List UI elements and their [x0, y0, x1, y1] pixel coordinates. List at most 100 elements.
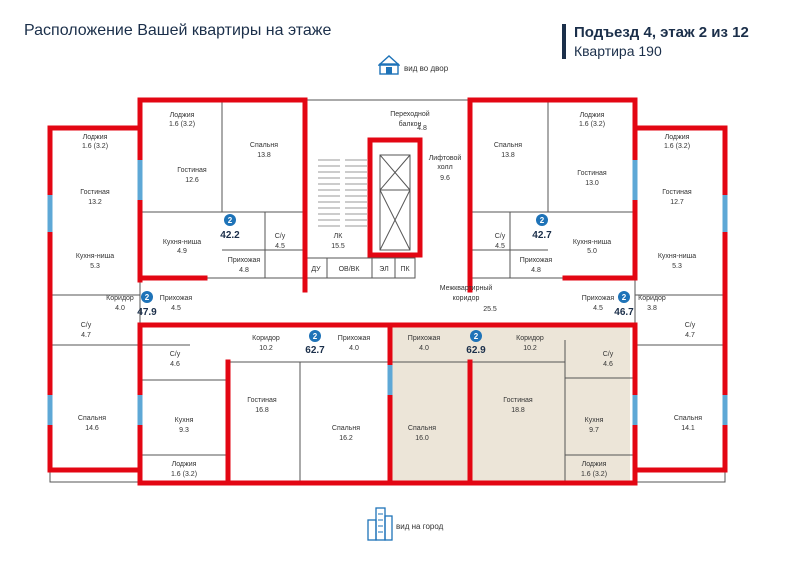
room-area: 4.0	[349, 345, 359, 352]
room-name: Кухня-ниша	[76, 253, 114, 260]
apartment-badge: 2 62.9	[466, 330, 486, 356]
room-area: 3.8	[647, 305, 657, 312]
room-area: 4.6	[603, 361, 613, 368]
room-name: балкон	[399, 120, 422, 128]
room-area: 5.0	[587, 248, 597, 255]
room-area: 4.9	[177, 248, 187, 255]
svg-text:2: 2	[622, 293, 627, 302]
room-area: 16.8	[255, 407, 269, 414]
room-area: 4.5	[495, 243, 505, 250]
room-name: холл	[437, 164, 452, 171]
room-area: 1.6 (3.2)	[171, 471, 197, 478]
room-name: Прихожая	[338, 335, 371, 342]
shaft-labels: ДУ ОВ/ВК ЭЛ ПК	[311, 266, 410, 273]
room-name: Лоджия	[580, 112, 605, 119]
room-name: Прихожая	[582, 295, 615, 302]
room-name: Лоджия	[665, 134, 690, 141]
room-area: 4.8	[531, 267, 541, 274]
room-area: 9.3	[179, 427, 189, 434]
room-area: 1.6 (3.2)	[664, 143, 690, 150]
room-name: Прихожая	[520, 257, 553, 264]
room-area: 4.7	[81, 332, 91, 339]
room-name: Спальня	[332, 425, 360, 432]
apartment-badge: 2 46.7	[614, 291, 634, 318]
entrance-floor-label: Подъезд 4, этаж 2 из 12	[574, 24, 749, 41]
apartment-badge: 2 62.7	[305, 330, 325, 356]
room-area: 9.7	[589, 427, 599, 434]
room-area: 13.8	[257, 152, 271, 159]
room-name: Переходной	[390, 110, 430, 118]
apartment-badges: 2 42.2 2 42.7 2 47.9 2 46.7 2 62.7 2 62.…	[137, 214, 634, 356]
room-name: С/у	[81, 322, 92, 329]
room-area: 16.2	[339, 435, 353, 442]
room-name: Лоджия	[83, 134, 108, 141]
room-area: 10.2	[523, 345, 537, 352]
svg-text:42.2: 42.2	[220, 230, 240, 241]
svg-text:47.9: 47.9	[137, 307, 157, 318]
svg-text:2: 2	[313, 332, 318, 341]
staircase	[318, 159, 367, 227]
room-name: С/у	[603, 351, 614, 358]
selected-apartment-area	[390, 326, 630, 484]
room-area: 13.2	[88, 199, 102, 206]
room-area: 4.5	[171, 305, 181, 312]
room-name: Кухня	[175, 417, 194, 424]
room-name: Коридор	[252, 335, 280, 342]
room-name: Кухня-ниша	[573, 239, 611, 246]
room-name: Спальня	[674, 415, 702, 422]
room-name: Лоджия	[582, 461, 607, 468]
room-name: Гостиная	[662, 189, 692, 196]
room-name: Спальня	[78, 415, 106, 422]
shaft-label: ПК	[400, 266, 410, 273]
room-area: 1.6 (3.2)	[82, 143, 108, 150]
shaft-label: ДУ	[311, 266, 321, 273]
svg-text:2: 2	[145, 293, 150, 302]
svg-text:62.7: 62.7	[305, 345, 325, 356]
room-name: Кухня-ниша	[658, 253, 696, 260]
apartment-badge: 2 42.2	[220, 214, 240, 241]
room-area: 14.1	[681, 425, 695, 432]
shaft-label: ОВ/ВК	[339, 266, 361, 273]
svg-text:46.7: 46.7	[614, 307, 634, 318]
yard-view-icon	[378, 55, 400, 75]
room-name: коридор	[453, 295, 480, 302]
room-area: 15.5	[331, 243, 345, 250]
room-name: Межквартирный	[440, 284, 493, 292]
room-area: 1.6 (3.2)	[581, 471, 607, 478]
room-name: Гостиная	[503, 397, 533, 404]
windows	[47, 160, 728, 425]
room-area: 4.8	[417, 125, 427, 132]
room-name: Прихожая	[160, 295, 193, 302]
page-title: Расположение Вашей квартиры на этаже	[24, 22, 332, 39]
room-area: 1.6 (3.2)	[579, 121, 605, 128]
yard-view-label: вид во двор	[404, 64, 449, 73]
room-name: Лоджия	[170, 112, 195, 119]
svg-text:2: 2	[474, 332, 479, 341]
room-area: 10.2	[259, 345, 273, 352]
room-name: Лифтовой	[429, 154, 462, 162]
shaft-label: ЭЛ	[379, 266, 389, 273]
room-name: Коридор	[106, 295, 134, 302]
svg-text:62.9: 62.9	[466, 345, 486, 356]
room-area: 9.6	[440, 175, 450, 182]
room-area: 13.8	[501, 152, 515, 159]
room-name: Кухня	[585, 417, 604, 424]
apartment-info: Подъезд 4, этаж 2 из 12 Квартира 190	[562, 24, 749, 59]
room-name: Гостиная	[247, 397, 277, 404]
room-name: С/у	[170, 351, 181, 358]
room-area: 4.7	[685, 332, 695, 339]
apartment-badge: 2 42.7	[532, 214, 552, 241]
city-view-label: вид на город	[396, 522, 444, 531]
room-area: 1.6 (3.2)	[169, 121, 195, 128]
room-name: Прихожая	[408, 335, 441, 342]
room-name: ЛК	[334, 233, 344, 240]
room-name: С/у	[275, 233, 286, 240]
svg-text:2: 2	[540, 216, 545, 225]
room-name: Спальня	[494, 142, 522, 149]
room-labels: Лоджия 1.6 (3.2) Гостиная 12.6 Кухня-ниш…	[76, 110, 702, 478]
room-name: Гостиная	[177, 167, 207, 174]
room-area: 4.5	[593, 305, 603, 312]
room-area: 4.8	[239, 267, 249, 274]
room-name: Спальня	[250, 142, 278, 149]
